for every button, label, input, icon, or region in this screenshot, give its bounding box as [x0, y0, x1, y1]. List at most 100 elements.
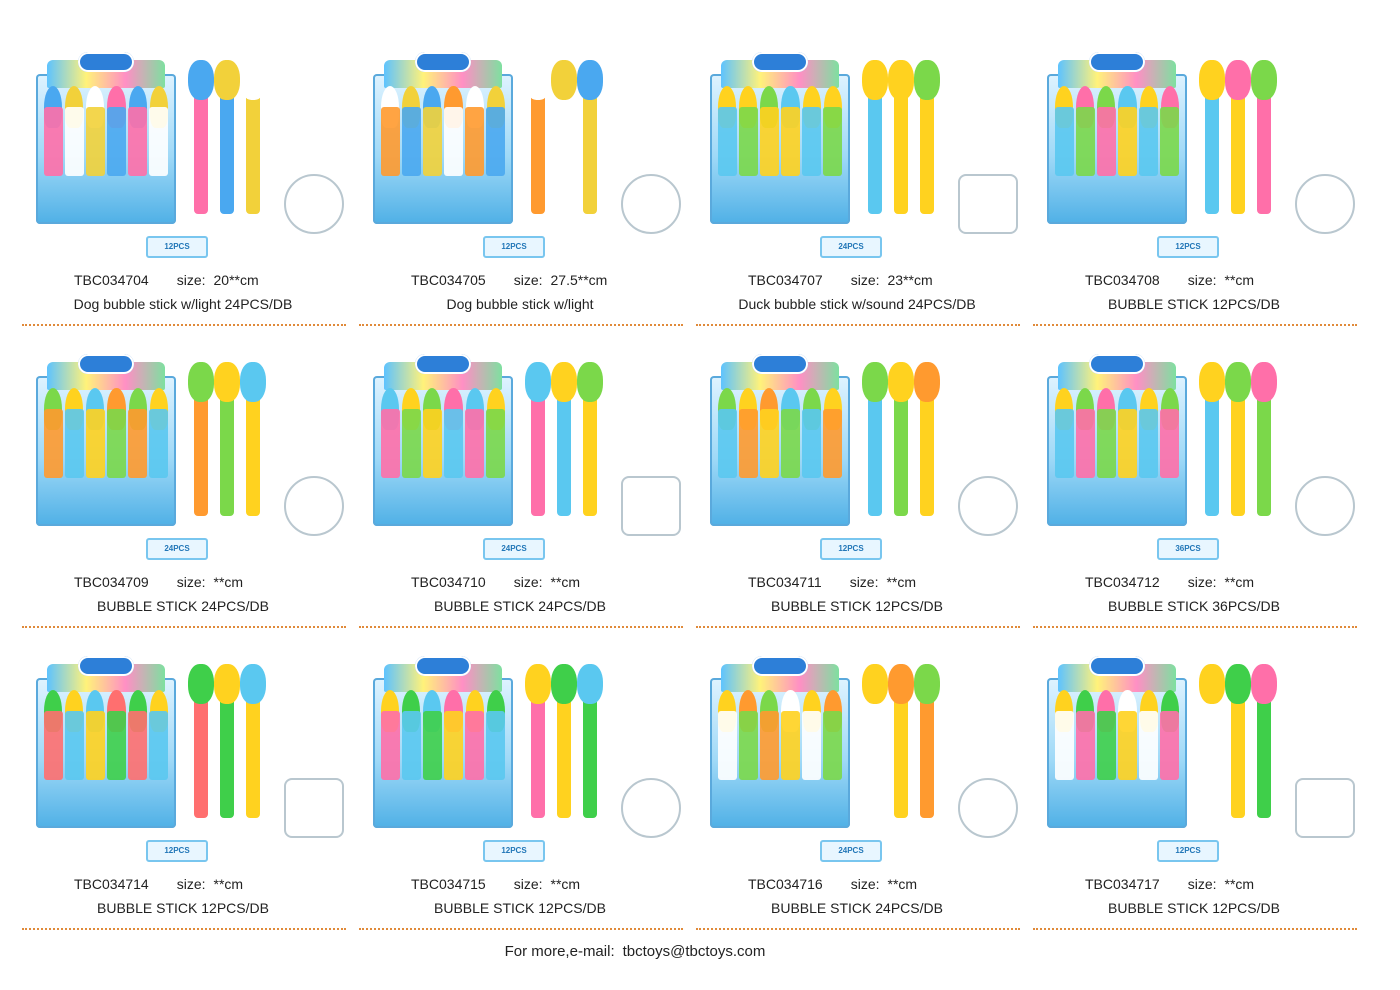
pack-qty-badge: 12PCS — [146, 840, 208, 862]
product-code: TBC034711 — [748, 574, 822, 590]
brand-logo — [752, 354, 808, 374]
product-code: TBC034715 — [411, 876, 486, 892]
bubble-wand — [914, 362, 940, 516]
bubble-wand — [862, 60, 888, 214]
product-description: BUBBLE STICK 12PCS/DB — [97, 900, 269, 916]
wand-topper — [1225, 60, 1251, 100]
pack-qty-badge: 36PCS — [1157, 538, 1219, 560]
size-label: size: — [176, 574, 206, 590]
brand-logo — [78, 656, 134, 676]
bubble-wand — [188, 664, 214, 818]
pack-qty-badge: 12PCS — [820, 538, 882, 560]
wand-topper — [188, 362, 214, 402]
bubble-wand — [1225, 60, 1251, 214]
wand-topper — [525, 60, 551, 100]
product-code: TBC034714 — [74, 876, 149, 892]
size-label: size: — [1187, 574, 1217, 590]
product-spec: TBC034711 size: **cm — [748, 574, 916, 590]
size-value: 20**cm — [213, 272, 259, 288]
row-divider — [359, 626, 683, 628]
bubble-wand — [1199, 362, 1225, 516]
row-divider — [696, 626, 1020, 628]
detail-inset — [1295, 174, 1355, 234]
size-value: **cm — [550, 574, 581, 590]
pack-qty-badge: 12PCS — [146, 236, 208, 258]
frog-bubble-stick-image: 12PCS — [359, 628, 681, 868]
brand-logo — [78, 354, 134, 374]
product-code: TBC034704 — [74, 272, 149, 288]
dog-bubble-stick-image: 12PCS — [359, 24, 681, 264]
wand-topper — [914, 60, 940, 100]
bubble-wand — [240, 362, 266, 516]
size-value: **cm — [1224, 876, 1255, 892]
size-value: **cm — [1224, 574, 1255, 590]
size-value: **cm — [213, 876, 244, 892]
detail-inset — [621, 476, 681, 536]
bubble-wand — [525, 362, 551, 516]
detail-inset — [284, 476, 344, 536]
sword-bubble-stick-image: 36PCS — [1033, 326, 1355, 566]
bubble-wand — [214, 664, 240, 818]
size-label: size: — [850, 876, 880, 892]
bubble-wand — [240, 664, 266, 818]
size-label: size: — [176, 272, 206, 288]
brand-logo — [415, 52, 471, 72]
row-divider — [1033, 626, 1357, 628]
brand-logo — [1089, 354, 1145, 374]
bubble-wand — [1225, 664, 1251, 818]
size-value: 27.5**cm — [550, 272, 608, 288]
size-label: size: — [849, 574, 879, 590]
brand-logo — [1089, 656, 1145, 676]
duck-bubble-stick-image: 24PCS — [696, 24, 1018, 264]
row-divider — [359, 928, 683, 930]
bubble-wand — [1199, 60, 1225, 214]
product-description: Dog bubble stick w/light — [446, 296, 594, 312]
detail-inset — [958, 476, 1018, 536]
size-label: size: — [1187, 876, 1217, 892]
hand-bubble-stick-image: 12PCS — [696, 326, 1018, 566]
product-code: TBC034707 — [748, 272, 823, 288]
display-box — [373, 52, 513, 224]
bubble-wand — [577, 60, 603, 214]
wand-topper — [862, 60, 888, 100]
wand-topper — [240, 362, 266, 402]
bubble-wand — [214, 60, 240, 214]
toy-sticks — [718, 107, 842, 176]
toy-sticks — [44, 107, 168, 176]
toy-sticks — [1055, 711, 1179, 780]
wand-topper — [525, 664, 551, 704]
bubble-wand — [188, 60, 214, 214]
wand-topper — [1251, 664, 1277, 704]
brand-logo — [415, 354, 471, 374]
wand-topper — [214, 362, 240, 402]
wand-topper — [188, 664, 214, 704]
bubble-wand — [240, 60, 266, 214]
size-label: size: — [513, 876, 543, 892]
toy-sticks — [718, 711, 842, 780]
footer-email[interactable]: tbctoys@tbctoys.com — [622, 943, 766, 960]
bubble-wand — [214, 362, 240, 516]
toy-sticks — [1055, 107, 1179, 176]
product-description: Duck bubble stick w/sound 24PCS/DB — [738, 296, 976, 312]
wand-topper — [577, 60, 603, 100]
display-box — [710, 52, 850, 224]
product-description: BUBBLE STICK 24PCS/DB — [434, 598, 606, 614]
llama-bubble-stick-image: 24PCS — [696, 628, 1018, 868]
pack-qty-badge: 24PCS — [820, 840, 882, 862]
product-description: BUBBLE STICK 24PCS/DB — [771, 900, 943, 916]
display-box — [36, 354, 176, 526]
bubble-wand — [525, 664, 551, 818]
product-code: TBC034708 — [1085, 272, 1160, 288]
bubble-wand — [888, 362, 914, 516]
product-description: BUBBLE STICK 24PCS/DB — [97, 598, 269, 614]
wand-topper — [1199, 664, 1225, 704]
size-label: size: — [513, 574, 543, 590]
hand-bubble-stick-image: 24PCS — [359, 326, 681, 566]
size-value: **cm — [886, 574, 917, 590]
